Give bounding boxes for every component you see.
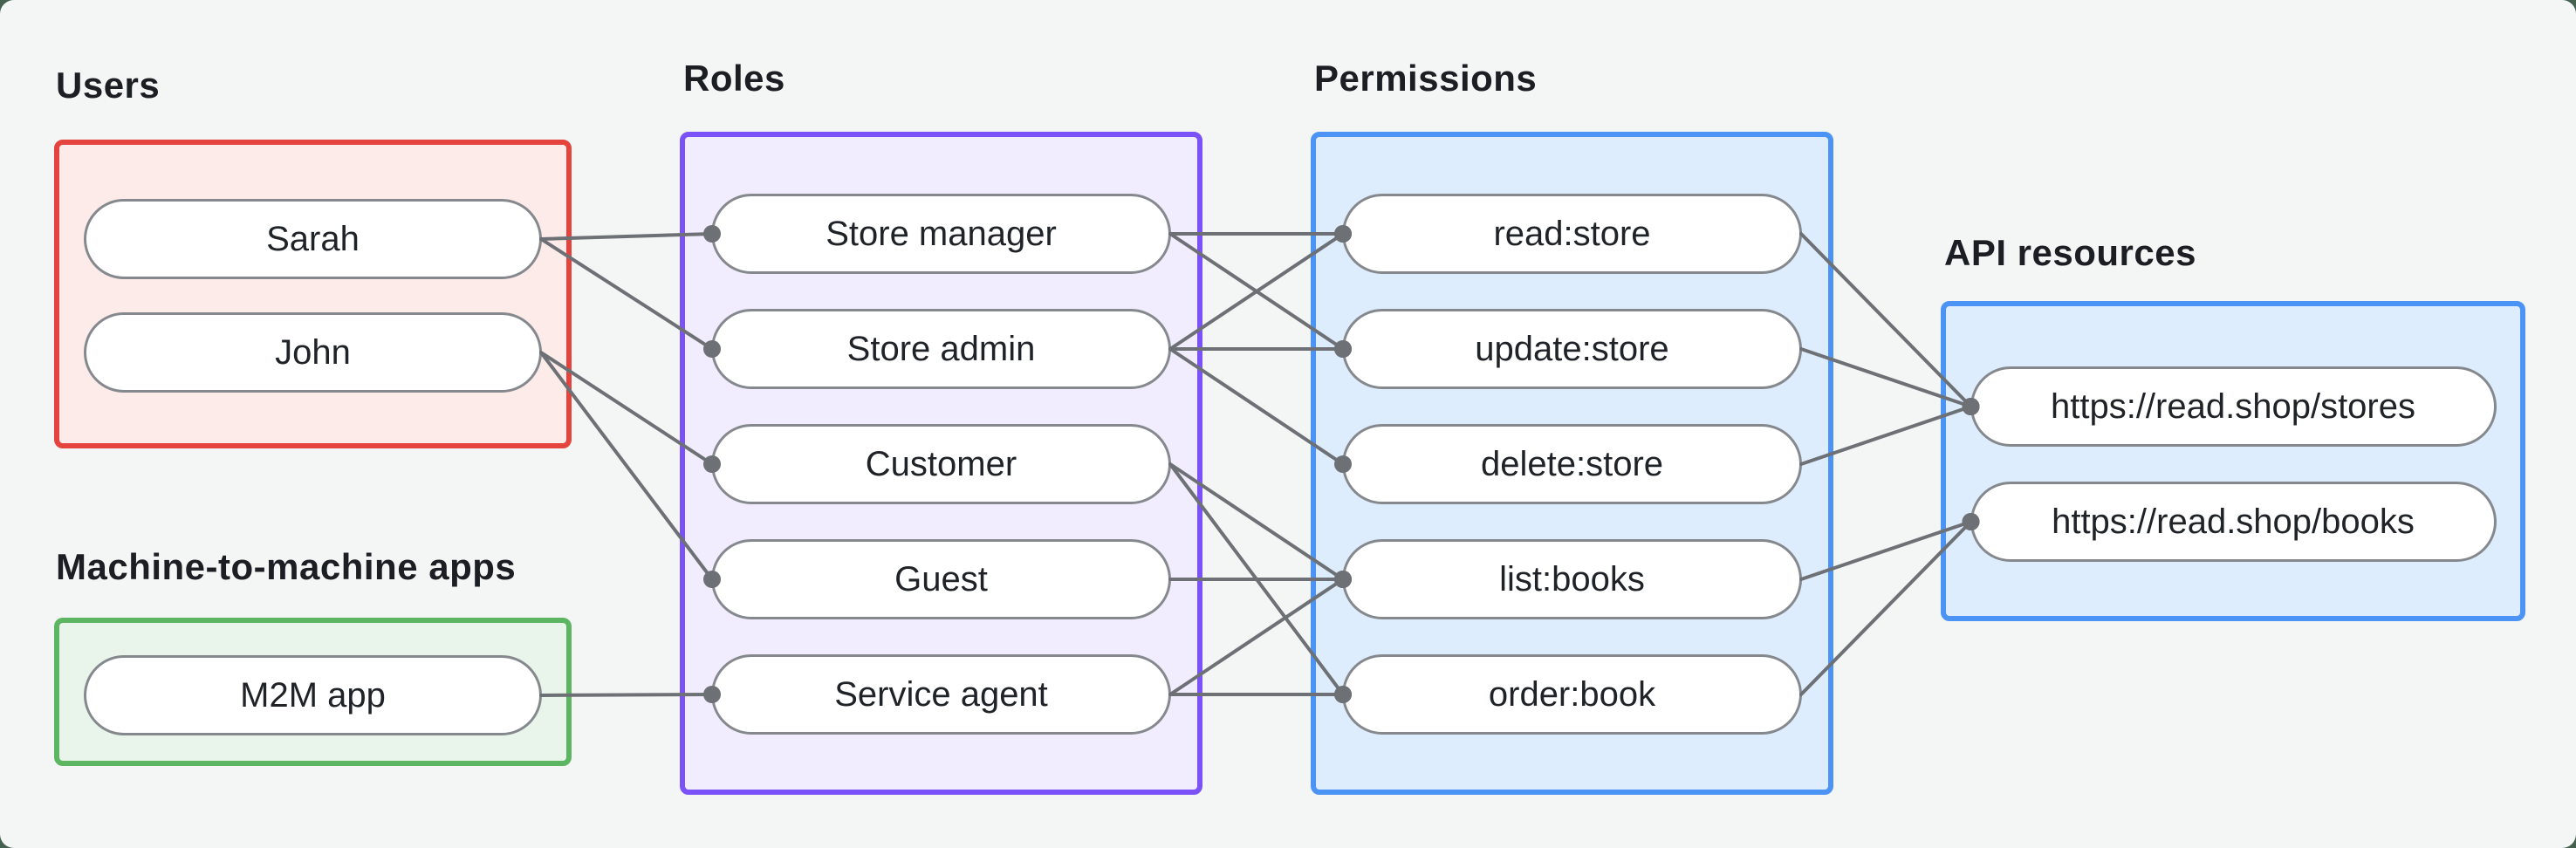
m2m-apps-group-label: Machine-to-machine apps [56,546,517,587]
roles-group-label: Roles [683,58,785,99]
m2m-apps-group-box: M2M app [54,618,572,766]
api-resources-group-box: https://read.shop/stores https://read.sh… [1941,301,2525,621]
node-read-store: read:store [1342,194,1802,274]
roles-group-box: Store manager Store admin Customer Guest… [680,132,1202,795]
users-group-label: Users [56,65,161,106]
node-service-agent: Service agent [711,654,1171,735]
node-update-store: update:store [1342,309,1802,389]
permissions-group-box: read:store update:store delete:store lis… [1311,132,1833,795]
node-api-books: https://read.shop/books [1970,482,2497,562]
node-m2m-app: M2M app [84,655,542,735]
node-john: John [84,312,542,393]
node-order-book: order:book [1342,654,1802,735]
node-list-books: list:books [1342,539,1802,619]
node-api-stores: https://read.shop/stores [1970,366,2497,447]
node-sarah: Sarah [84,199,542,279]
users-group-box: Sarah John [54,140,572,448]
api-resources-group-label: API resources [1944,232,2196,273]
node-store-manager: Store manager [711,194,1171,274]
node-store-admin: Store admin [711,309,1171,389]
node-delete-store: delete:store [1342,424,1802,504]
permissions-group-label: Permissions [1314,58,1538,99]
node-guest: Guest [711,539,1171,619]
node-customer: Customer [711,424,1171,504]
